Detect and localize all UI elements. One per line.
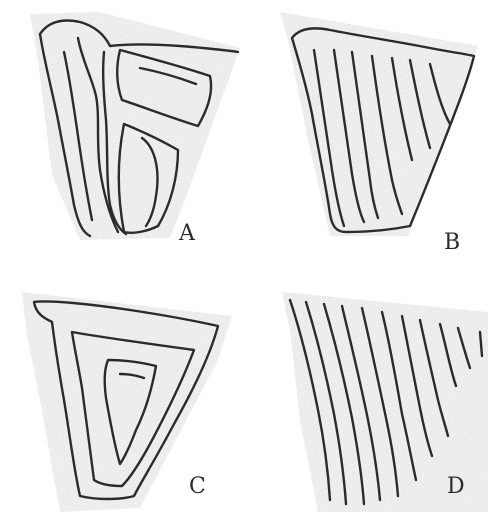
panel-label-c: C: [189, 476, 206, 498]
panel-label-a: A: [179, 223, 195, 245]
panel-label-d: D: [447, 476, 465, 498]
field-a-shape: [30, 12, 240, 240]
field-backgrounds: [22, 12, 488, 512]
field-b-shape: [280, 12, 478, 236]
panel-label-b: B: [444, 232, 460, 254]
